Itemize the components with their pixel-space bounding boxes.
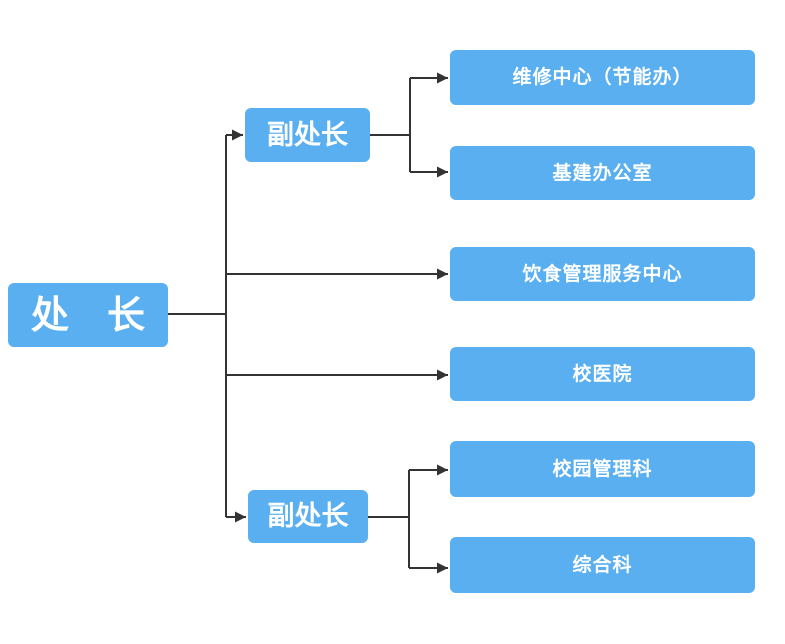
node-campus-management-section: 校园管理科 bbox=[450, 441, 755, 497]
node-maintenance-center-label: 维修中心（节能办） bbox=[512, 66, 693, 88]
node-deputy-director-top-label: 副处长 bbox=[267, 119, 348, 151]
node-catering-service-center-label: 饮食管理服务中心 bbox=[522, 262, 683, 285]
node-school-hospital: 校医院 bbox=[450, 347, 755, 401]
node-deputy-director-top: 副处长 bbox=[245, 108, 370, 162]
node-school-hospital-label: 校医院 bbox=[572, 362, 633, 385]
node-deputy-director-bottom: 副处长 bbox=[248, 490, 368, 543]
node-construction-office-label: 基建办公室 bbox=[552, 161, 653, 184]
node-campus-management-section-label: 校园管理科 bbox=[552, 457, 653, 480]
node-director-label: 处 长 bbox=[30, 292, 145, 337]
node-general-affairs-section: 综合科 bbox=[450, 537, 755, 593]
node-construction-office: 基建办公室 bbox=[450, 146, 755, 200]
node-director: 处 长 bbox=[8, 283, 168, 347]
node-deputy-director-bottom-label: 副处长 bbox=[267, 501, 349, 532]
node-general-affairs-section-label: 综合科 bbox=[572, 553, 633, 576]
node-maintenance-center: 维修中心（节能办） bbox=[450, 50, 755, 105]
node-catering-service-center: 饮食管理服务中心 bbox=[450, 247, 755, 301]
